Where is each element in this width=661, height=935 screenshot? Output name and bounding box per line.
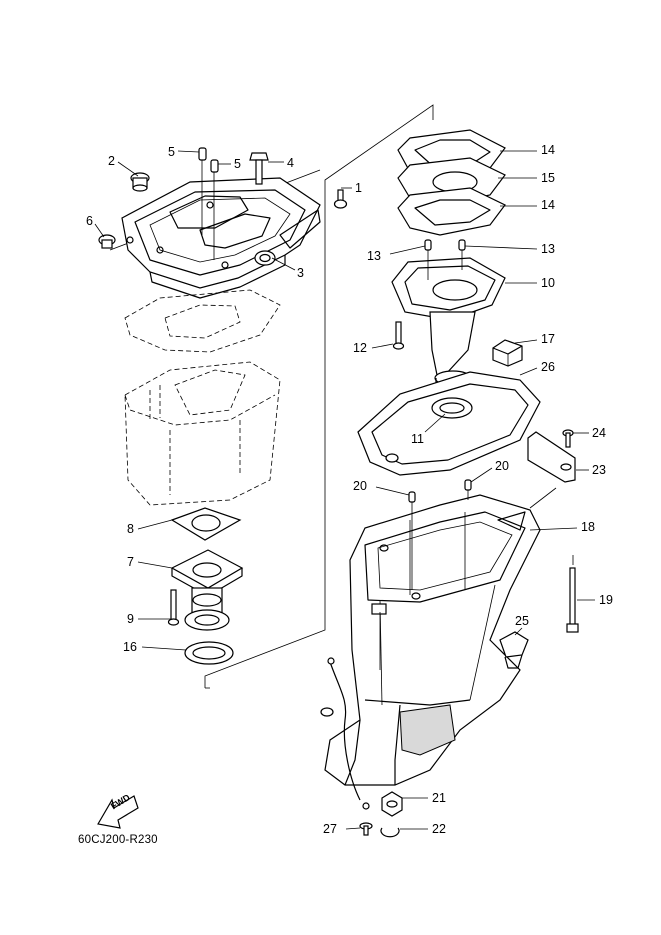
plug-part-25 bbox=[499, 631, 529, 669]
bolt-part-12 bbox=[392, 321, 405, 350]
callout-25: 25 bbox=[515, 614, 529, 628]
callout-24: 24 bbox=[592, 426, 606, 440]
damper-part-17 bbox=[492, 339, 523, 367]
bolt-part-4 bbox=[249, 152, 269, 185]
plug-part-6 bbox=[98, 234, 116, 249]
callout-14b: 14 bbox=[541, 198, 555, 212]
pin-part-13a bbox=[424, 239, 432, 251]
bolt-part-1 bbox=[333, 189, 348, 209]
exhaust-pipe-part-10 bbox=[391, 257, 506, 391]
bolt-part-24 bbox=[562, 429, 574, 448]
pin-part-5b bbox=[210, 159, 219, 173]
callout-20a: 20 bbox=[353, 479, 367, 493]
callout-18: 18 bbox=[581, 520, 595, 534]
gasket-outline-dashed bbox=[124, 289, 281, 353]
bolt-part-19 bbox=[566, 567, 579, 633]
leader-lines bbox=[94, 150, 595, 830]
gasket-part-14-lower bbox=[397, 187, 506, 236]
plug-part-2 bbox=[130, 172, 150, 192]
pin-part-20a bbox=[408, 491, 416, 503]
callout-21: 21 bbox=[432, 791, 446, 805]
callout-11: 11 bbox=[411, 432, 424, 446]
pin-part-13b bbox=[458, 239, 466, 251]
plate-part-23 bbox=[527, 431, 576, 483]
screw-part-27 bbox=[359, 802, 373, 836]
callout-4: 4 bbox=[287, 156, 294, 170]
bolt-part-9 bbox=[167, 589, 180, 626]
callout-27: 27 bbox=[323, 822, 337, 836]
pin-part-20b bbox=[464, 479, 472, 491]
callout-2: 2 bbox=[108, 154, 115, 168]
gasket-part-8 bbox=[170, 507, 242, 541]
callout-9: 9 bbox=[127, 612, 134, 626]
fwd-arrow-icon bbox=[97, 795, 139, 829]
callout-14a: 14 bbox=[541, 143, 555, 157]
callout-20b: 20 bbox=[495, 459, 509, 473]
exhaust-manifold-part-7 bbox=[170, 549, 244, 631]
upper-casing-part-18 bbox=[324, 494, 541, 786]
callout-15: 15 bbox=[541, 171, 555, 185]
seal-part-16 bbox=[184, 641, 234, 665]
callout-3: 3 bbox=[297, 266, 304, 280]
callout-22: 22 bbox=[432, 822, 446, 836]
callout-23: 23 bbox=[592, 463, 606, 477]
callout-13a: 13 bbox=[367, 249, 381, 263]
callout-5b: 5 bbox=[234, 157, 241, 171]
gasket-part-26 bbox=[357, 371, 541, 476]
callout-12: 12 bbox=[353, 341, 367, 355]
callout-1: 1 bbox=[355, 181, 362, 195]
oil-pan-outline-dashed bbox=[124, 361, 281, 506]
callout-6: 6 bbox=[86, 214, 93, 228]
callout-10: 10 bbox=[541, 276, 555, 290]
callout-16: 16 bbox=[123, 640, 137, 654]
seal-part-11 bbox=[431, 397, 473, 419]
callout-8: 8 bbox=[127, 522, 134, 536]
clip-part-22 bbox=[380, 827, 400, 838]
callout-17: 17 bbox=[541, 332, 555, 346]
callout-19: 19 bbox=[599, 593, 613, 607]
water-hose bbox=[320, 657, 361, 801]
callout-26: 26 bbox=[541, 360, 555, 374]
exhaust-guide-part-3 bbox=[121, 177, 321, 299]
callout-5a: 5 bbox=[168, 145, 175, 159]
diagram-code: 60CJ200-R230 bbox=[78, 834, 158, 846]
nut-part-21 bbox=[381, 791, 403, 817]
pin-part-5a bbox=[198, 147, 207, 161]
callout-13b: 13 bbox=[541, 242, 555, 256]
callout-7: 7 bbox=[127, 555, 134, 569]
